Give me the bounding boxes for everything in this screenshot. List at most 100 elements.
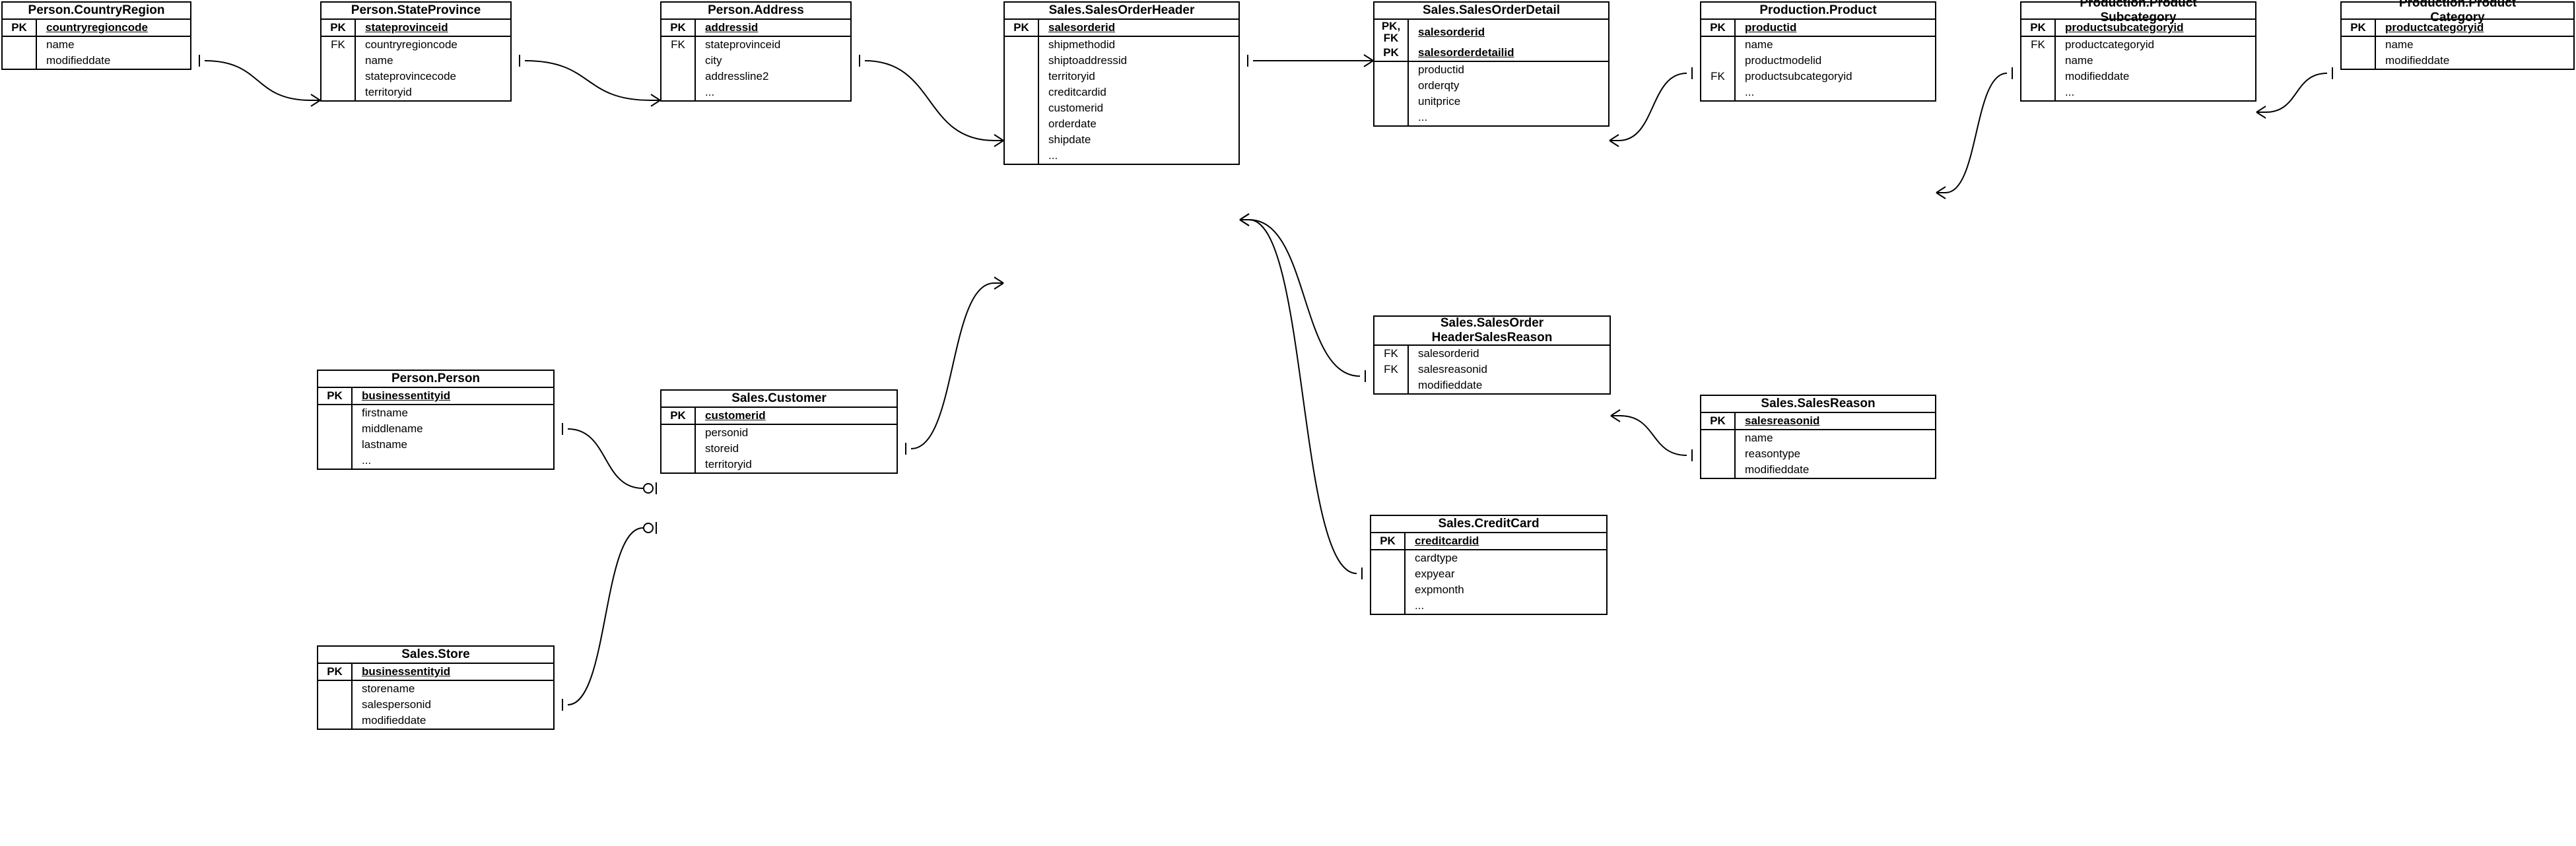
attribute-production_product-1[interactable]: productmodelid bbox=[1745, 54, 1822, 67]
attribute-person_person-0[interactable]: businessentityid bbox=[362, 389, 451, 402]
attribute-person_stateprovince-3[interactable]: territoryid bbox=[365, 86, 412, 98]
attribute-sales_creditcard-2[interactable]: expmonth bbox=[1415, 583, 1464, 596]
attribute-sales_salesorderdetail-3[interactable]: ... bbox=[1418, 111, 1428, 123]
attribute-sales_salesorderdetail-2[interactable]: unitprice bbox=[1418, 95, 1461, 108]
attribute-person_countryregion-1[interactable]: modifieddate bbox=[46, 54, 111, 67]
attribute-person_address-0[interactable]: addressid bbox=[705, 21, 759, 34]
attribute-sales_salesorderheader-1[interactable]: shiptoaddressid bbox=[1048, 54, 1128, 67]
key-label-production_productsubcategory-0: FK bbox=[2031, 38, 2045, 51]
attribute-sales_salesreason-2[interactable]: modifieddate bbox=[1745, 463, 1810, 476]
attribute-sales_salesreason-0[interactable]: name bbox=[1745, 432, 1773, 444]
attribute-production_productsubcategory-3[interactable]: ... bbox=[2065, 86, 2075, 98]
attribute-sales_salesorderheader-0[interactable]: salesorderid bbox=[1048, 21, 1116, 34]
attribute-sales_creditcard-1[interactable]: expyear bbox=[1415, 568, 1455, 580]
attribute-sales_store-1[interactable]: salespersonid bbox=[362, 698, 431, 711]
key-spacer-person_stateprovince-1 bbox=[322, 53, 355, 69]
attribute-production_product-2[interactable]: productsubcategoryid bbox=[1745, 70, 1852, 82]
key-label-person_countryregion-0: PK bbox=[11, 21, 27, 34]
attribute-sales_salesorderdetail-0[interactable]: productid bbox=[1418, 63, 1464, 76]
entity-title-sales_creditcard: Sales.CreditCard bbox=[1371, 516, 1606, 533]
rel-product-productsubcategory-source-crowsfoot-upper bbox=[1936, 186, 1946, 193]
attribute-sales_store-0[interactable]: storename bbox=[362, 682, 415, 695]
rel-stateprovince-address-line bbox=[524, 60, 652, 101]
attribute-sales_salesorderheader-2[interactable]: territoryid bbox=[1048, 70, 1095, 82]
attribute-person_person-1[interactable]: middlename bbox=[362, 422, 423, 435]
attribute-sales_salesorderheadersalesreason-0[interactable]: salesorderid bbox=[1418, 347, 1479, 360]
attribute-production_productsubcategory-0[interactable]: productcategoryid bbox=[2065, 38, 2155, 51]
attribute-sales_creditcard-0[interactable]: creditcardid bbox=[1415, 535, 1479, 547]
attribute-person_person-3[interactable]: ... bbox=[362, 454, 372, 467]
attribute-sales_store-2[interactable]: modifieddate bbox=[362, 714, 426, 727]
attribute-sales_creditcard-3[interactable]: ... bbox=[1415, 599, 1425, 612]
key-spacer-production_productcategory-0 bbox=[2342, 37, 2375, 53]
attribute-sales_salesorderheader-6[interactable]: shipdate bbox=[1048, 133, 1091, 146]
attribute-person_countryregion-0[interactable]: name bbox=[46, 38, 75, 51]
attribute-sales_salesorderheadersalesreason-2[interactable]: modifieddate bbox=[1418, 379, 1483, 391]
attribute-person_address-2[interactable]: addressline2 bbox=[705, 70, 769, 82]
attribute-production_productcategory-1[interactable]: modifieddate bbox=[2385, 54, 2450, 67]
attribute-sales_salesorderheader-5[interactable]: orderdate bbox=[1048, 117, 1097, 130]
attribute-person_person-0[interactable]: firstname bbox=[362, 407, 408, 419]
attribute-sales_store-0[interactable]: businessentityid bbox=[362, 665, 451, 678]
attribute-production_productcategory-0[interactable]: name bbox=[2385, 38, 2414, 51]
attribute-production_productcategory-0[interactable]: productcategoryid bbox=[2385, 21, 2484, 34]
entity-title-person_person: Person.Person bbox=[318, 371, 553, 388]
attribute-sales_salesorderheader-4[interactable]: customerid bbox=[1048, 102, 1104, 114]
key-column-production_productsubcategory: PK bbox=[2021, 20, 2056, 36]
attribute-sales_customer-1[interactable]: storeid bbox=[705, 442, 739, 455]
attribute-sales_salesorderheadersalesreason-1[interactable]: salesreasonid bbox=[1418, 363, 1487, 375]
attribute-person_stateprovince-1[interactable]: name bbox=[365, 54, 393, 67]
attribute-sales_salesreason-0[interactable]: salesreasonid bbox=[1745, 414, 1820, 427]
key-spacer-person_countryregion-1 bbox=[3, 53, 36, 69]
attribute-sales_customer-0[interactable]: personid bbox=[705, 426, 749, 439]
key-spacer-person_person-0 bbox=[318, 405, 351, 421]
attribute-production_productsubcategory-2[interactable]: modifieddate bbox=[2065, 70, 2130, 82]
attribute-sales_salesreason-1[interactable]: reasontype bbox=[1745, 447, 1801, 460]
attribute-production_product-3[interactable]: ... bbox=[1745, 86, 1755, 98]
attribute-person_stateprovince-2[interactable]: stateprovincecode bbox=[365, 70, 456, 82]
rel-productsubcategory-productcategory-source-crowsfoot-upper bbox=[2256, 106, 2266, 113]
attribute-production_productsubcategory-0[interactable]: productsubcategoryid bbox=[2065, 21, 2184, 34]
attribute-sales_salesorderheader-7[interactable]: ... bbox=[1048, 149, 1058, 162]
rel-salesorderheadersalesreason-salesreason-source-crowsfoot-lower bbox=[1610, 415, 1621, 422]
attribute-person_address-3[interactable]: ... bbox=[705, 86, 715, 98]
attribute-person_countryregion-0[interactable]: countryregioncode bbox=[46, 21, 148, 34]
attribute-person_person-2[interactable]: lastname bbox=[362, 438, 407, 451]
field-column-sales_creditcard: cardtype expyear expmonth... bbox=[1406, 550, 1606, 614]
attribute-person_stateprovince-0[interactable]: stateprovinceid bbox=[365, 21, 448, 34]
attribute-block-sales_customer: personid storeid territoryid bbox=[661, 425, 897, 472]
attribute-sales_salesorderdetail-1[interactable]: orderqty bbox=[1418, 79, 1460, 92]
attribute-sales_creditcard-0[interactable]: cardtype bbox=[1415, 552, 1458, 564]
attribute-block-person_countryregion: name modifieddate bbox=[3, 37, 190, 69]
attribute-sales_salesorderheader-0[interactable]: shipmethodid bbox=[1048, 38, 1116, 51]
attribute-person_address-0[interactable]: stateprovinceid bbox=[705, 38, 781, 51]
attribute-sales_salesorderdetail-1[interactable]: salesorderdetailid bbox=[1418, 46, 1514, 59]
attribute-sales_salesorderheader-3[interactable]: creditcardid bbox=[1048, 86, 1106, 98]
attribute-sales_customer-2[interactable]: territoryid bbox=[705, 458, 752, 471]
attribute-person_address-1[interactable]: city bbox=[705, 54, 722, 67]
attribute-production_product-0[interactable]: productid bbox=[1745, 21, 1797, 34]
attribute-sales_customer-0[interactable]: customerid bbox=[705, 409, 766, 422]
attribute-person_stateprovince-0[interactable]: countryregioncode bbox=[365, 38, 458, 51]
attribute-production_product-0[interactable]: name bbox=[1745, 38, 1773, 51]
attribute-sales_salesorderdetail-0[interactable]: salesorderid bbox=[1418, 26, 1485, 38]
attribute-production_productsubcategory-1[interactable]: name bbox=[2065, 54, 2093, 67]
key-column-sales_salesreason: PK bbox=[1701, 413, 1736, 429]
key-spacer-sales_creditcard-3 bbox=[1371, 598, 1404, 614]
rel-productsubcategory-productcategory bbox=[2256, 67, 2333, 119]
